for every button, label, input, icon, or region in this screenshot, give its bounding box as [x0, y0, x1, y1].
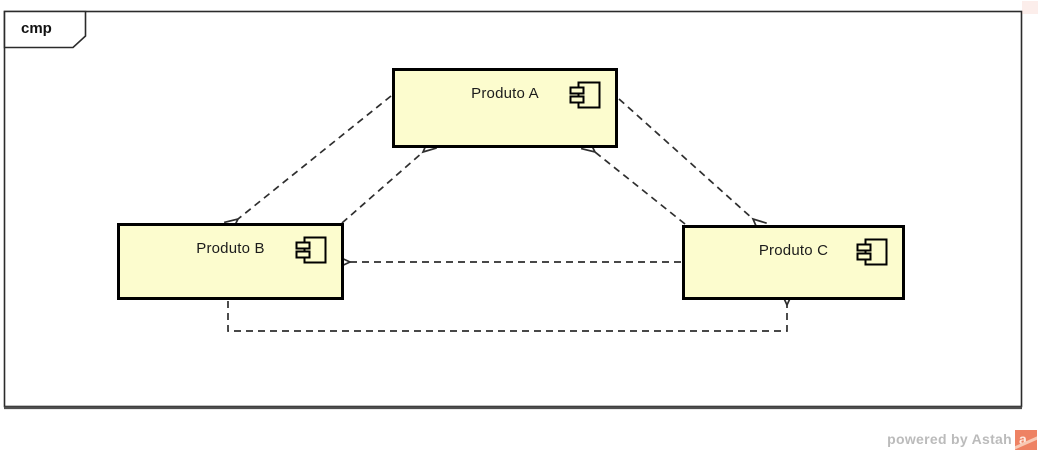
dependency-arrow-a-to-c[interactable]	[618, 98, 753, 219]
dependency-arrow-b-to-a[interactable]	[341, 152, 423, 224]
uml-component-icon	[856, 238, 888, 266]
dependency-arrow-c-to-a[interactable]	[595, 152, 686, 225]
component-label: Produto C	[758, 242, 829, 259]
component-label: Produto A	[471, 85, 539, 102]
component-produto-b[interactable]: Produto B	[117, 223, 344, 300]
powered-by-astah-text: powered by Astah	[887, 431, 1012, 447]
frame-tab	[3, 10, 87, 49]
astah-logo-letter: a	[1019, 431, 1027, 447]
component-produto-a[interactable]: Produto A	[392, 68, 618, 148]
component-label: Produto B	[196, 240, 265, 257]
dependency-arrow-b-to-c[interactable]	[227, 301, 787, 332]
uml-component-icon	[295, 236, 327, 264]
frame-tab-label: cmp	[21, 20, 52, 37]
faint-watermark	[1022, 1, 1038, 14]
uml-component-icon	[569, 81, 601, 109]
astah-logo-icon[interactable]: a	[1015, 430, 1037, 450]
component-produto-c[interactable]: Produto C	[682, 225, 905, 300]
dependency-arrow-a-to-b[interactable]	[238, 95, 392, 219]
